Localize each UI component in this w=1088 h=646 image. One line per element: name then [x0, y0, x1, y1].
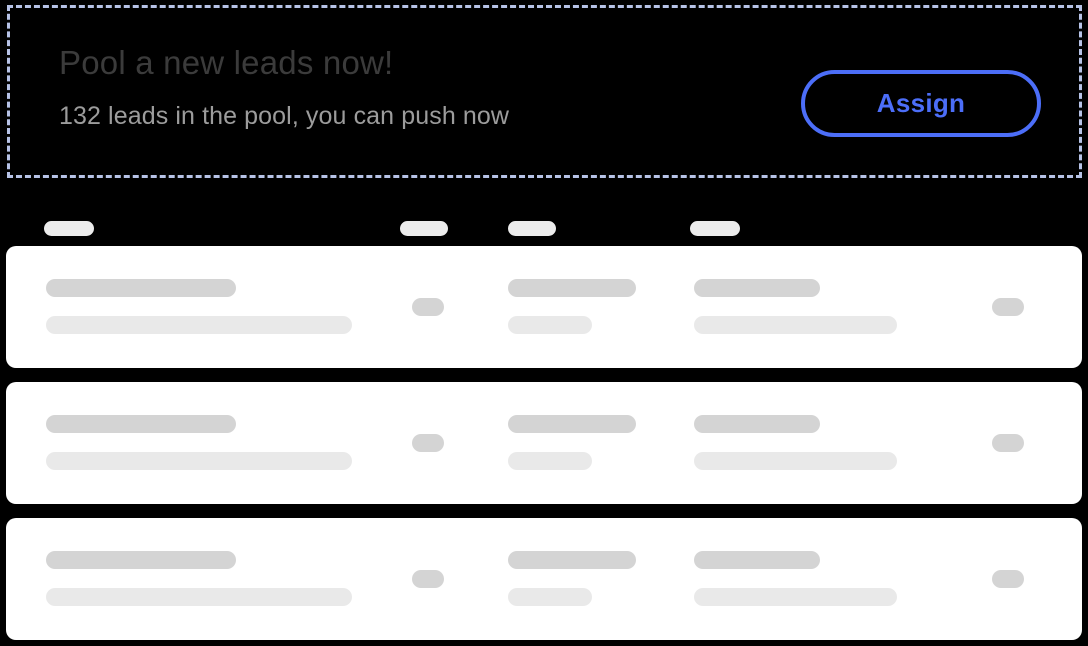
- skeleton-bar-cell-owner-secondary: [694, 588, 897, 606]
- skeleton-bar-cell-source-primary: [508, 415, 636, 433]
- skeleton-bar-cell-source-secondary: [508, 452, 592, 470]
- skeleton-bar-cell-action-dot: [992, 298, 1024, 316]
- skeleton-bar-cell-name-secondary: [46, 452, 352, 470]
- skeleton-header-column-2: [400, 221, 448, 236]
- skeleton-bar-cell-status-dot: [412, 298, 444, 316]
- promo-text-block: Pool a new leads now! 132 leads in the p…: [59, 44, 510, 131]
- skeleton-table-header: [0, 221, 1088, 236]
- skeleton-bar-cell-owner-secondary: [694, 452, 897, 470]
- skeleton-bar-cell-source-primary: [508, 551, 636, 569]
- skeleton-bar-cell-name-primary: [46, 279, 236, 297]
- promo-title: Pool a new leads now!: [59, 44, 394, 81]
- skeleton-bar-cell-name-secondary: [46, 316, 352, 334]
- skeleton-bar-cell-status-dot: [412, 434, 444, 452]
- skeleton-bar-cell-owner-primary: [694, 415, 820, 433]
- skeleton-bar-cell-owner-secondary: [694, 316, 897, 334]
- skeleton-bar-cell-name-secondary: [46, 588, 352, 606]
- skeleton-bar-cell-source-secondary: [508, 316, 592, 334]
- skeleton-bar-cell-owner-primary: [694, 551, 820, 569]
- skeleton-bar-cell-source-primary: [508, 279, 636, 297]
- skeleton-bar-cell-status-dot: [412, 570, 444, 588]
- skeleton-bar-cell-action-dot: [992, 570, 1024, 588]
- skeleton-bar-cell-action-dot: [992, 434, 1024, 452]
- skeleton-bar-cell-source-secondary: [508, 588, 592, 606]
- table-row[interactable]: [6, 246, 1082, 368]
- assign-button[interactable]: Assign: [801, 70, 1041, 137]
- skeleton-header-column-3: [508, 221, 556, 236]
- table-row[interactable]: [6, 382, 1082, 504]
- skeleton-bar-cell-owner-primary: [694, 279, 820, 297]
- lead-pool-promo-banner: Pool a new leads now! 132 leads in the p…: [7, 5, 1082, 178]
- skeleton-header-column-1: [44, 221, 94, 236]
- skeleton-header-column-4: [690, 221, 740, 236]
- skeleton-bar-cell-name-primary: [46, 415, 236, 433]
- skeleton-bar-cell-name-primary: [46, 551, 236, 569]
- promo-subtitle: 132 leads in the pool, you can push now: [59, 102, 510, 131]
- table-row[interactable]: [6, 518, 1082, 640]
